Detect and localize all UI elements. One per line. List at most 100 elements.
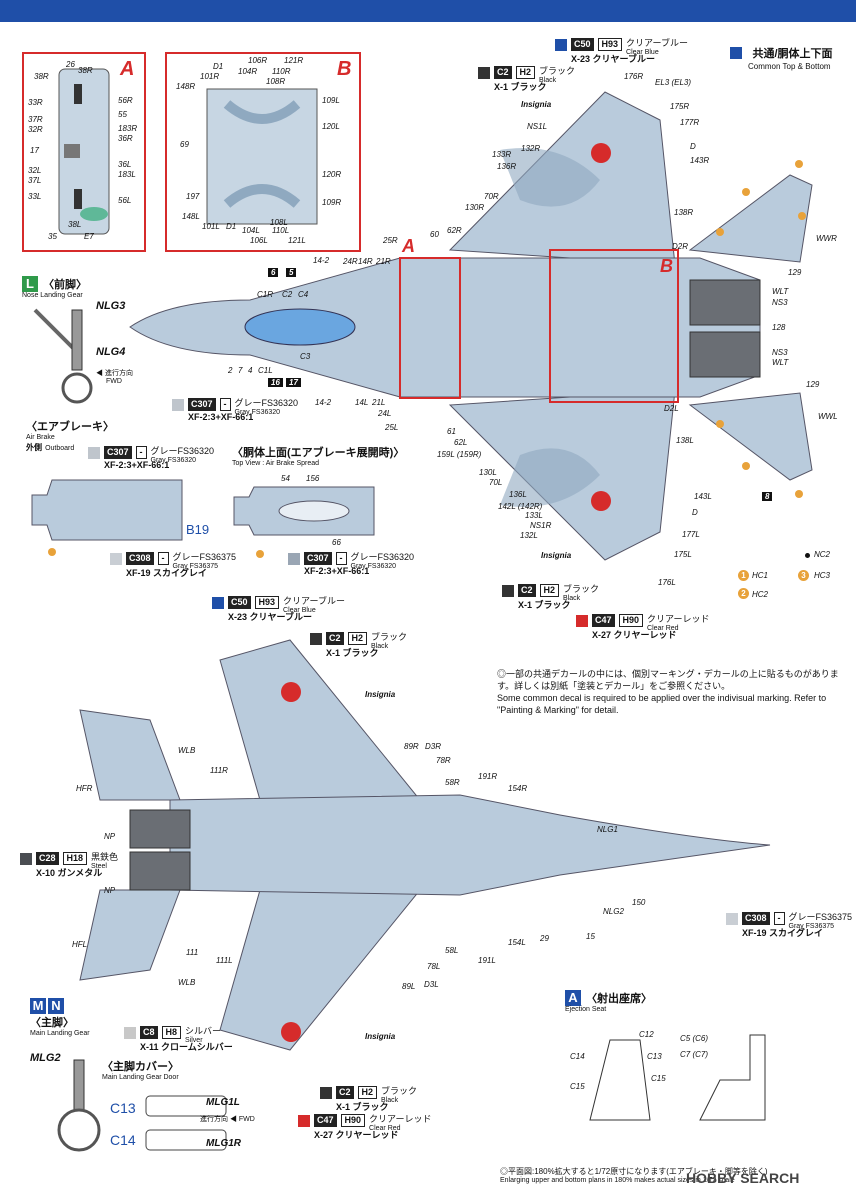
bv-label: 191L <box>478 956 496 965</box>
bv-label: Insignia <box>365 690 396 699</box>
inset-a: A <box>22 52 146 252</box>
air-brake-drawing <box>31 479 183 541</box>
bv-label: 154R <box>508 784 528 793</box>
chip-code: C50 <box>228 596 251 609</box>
chip-en: Gray FS36320 <box>150 457 197 464</box>
note-jp: ◎一部の共通デカールの中には、個別マーキング・デカールの上に貼るものがあります。… <box>497 669 839 691</box>
tv-label: 176R <box>624 72 644 81</box>
tv-label: 14R <box>358 257 373 266</box>
hc2-marker: 2 <box>738 588 749 599</box>
chip-h: - <box>219 398 231 411</box>
chip-h: - <box>135 446 147 459</box>
seat-drawing <box>589 1034 766 1121</box>
tv-label: WWR <box>816 234 837 243</box>
swatch <box>726 913 738 925</box>
chip-h: - <box>335 552 347 565</box>
nose-gear-en: Nose Landing Gear <box>22 292 83 299</box>
top-bar <box>0 0 856 22</box>
tv-label: 60 <box>430 230 439 239</box>
chip-x: XF-2:3+XF-66:1 <box>104 460 170 470</box>
b-label: 148L <box>182 212 200 221</box>
chip-code: C2 <box>336 1086 354 1099</box>
seat-label: C14 <box>570 1052 585 1061</box>
gear-door-title: 〈主脚カバー〉 <box>102 1061 179 1073</box>
chip-code: C308 <box>742 912 770 925</box>
b-label: 120R <box>322 170 342 179</box>
b-label: 108R <box>266 77 286 86</box>
chip-x: X-10 ガンメタル <box>36 868 103 878</box>
bv-label: 78L <box>427 962 441 971</box>
bv-label: D3L <box>424 980 439 989</box>
chip-h: H2 <box>357 1086 378 1099</box>
tv-label: 159L (159R) <box>437 450 482 459</box>
chip-name: ブラック <box>539 66 576 76</box>
chip-x: X-1 ブラック <box>494 82 547 92</box>
chip-h: H93 <box>254 596 280 609</box>
bv-label: 111R <box>210 766 228 775</box>
decal-dot <box>48 548 56 556</box>
bv-label: 58R <box>445 778 460 787</box>
red-box-a-tag: A <box>402 236 415 256</box>
tv-label: 136R <box>497 162 517 171</box>
common-legend: 共通/胴体上下面 Common Top & Bottom <box>730 44 833 71</box>
b-label: 121L <box>288 236 306 245</box>
chip-x: XF-19 スカイグレイ <box>126 568 207 578</box>
mlg1l-label: MLG1L <box>206 1097 240 1108</box>
swatch <box>124 1027 136 1039</box>
tv-label: 7 <box>238 366 243 375</box>
chip-en: Steel <box>91 863 107 870</box>
chip-code: C2 <box>518 584 536 597</box>
chip-code: C50 <box>571 38 594 51</box>
chip-x: X-23 クリヤーブルー <box>571 54 655 64</box>
spread-section: 〈胴体上面(エアブレーキ展開時)〉 Top View : Air Brake S… <box>232 444 404 467</box>
chip-x: X-1 ブラック <box>326 648 379 658</box>
main-gear-drawing <box>57 1059 101 1152</box>
chip-code: C47 <box>592 614 615 627</box>
bv-label: WLB <box>178 978 196 987</box>
fwd-en: FWD <box>238 1116 255 1123</box>
black-tag: 16 <box>268 378 283 387</box>
chip-name: グレーFS36375 <box>172 552 237 562</box>
a-label: 35 <box>48 232 57 241</box>
tv-label: 177R <box>680 118 700 127</box>
a-label: 56R <box>118 96 133 105</box>
chip-code: C308 <box>126 552 154 565</box>
swatch <box>298 1115 310 1127</box>
nlg3-label: NLG3 <box>96 300 126 312</box>
b-label: 109L <box>322 96 340 105</box>
tv-label: 132R <box>521 144 541 153</box>
a-label: 32L <box>28 166 42 175</box>
bv-label: 111L <box>216 956 233 965</box>
tv-label: 62R <box>447 226 462 235</box>
top-view-aircraft <box>129 91 813 561</box>
chip-en: Gray FS36375 <box>788 923 835 930</box>
chip-h: H2 <box>539 584 560 597</box>
seat-label: C13 <box>647 1052 662 1061</box>
tv-label: NC2 <box>814 550 831 559</box>
chip-name: グレーFS36320 <box>350 552 415 562</box>
tv-label: 138L <box>676 436 694 445</box>
b-label: 120L <box>322 122 340 131</box>
tv-label: 130R <box>465 203 485 212</box>
tv-label: 70R <box>484 192 499 201</box>
decal-note: ◎一部の共通デカールの中には、個別マーキング・デカールの上に貼るものがあります。… <box>497 668 847 716</box>
seat-badge: A <box>565 990 581 1006</box>
tv-label: WWL <box>818 412 838 421</box>
a-label: 36R <box>118 134 133 143</box>
tv-label: D <box>692 508 698 517</box>
swatch <box>172 399 184 411</box>
a-label: 183R <box>118 124 138 133</box>
gear-door-en: Main Landing Gear Door <box>102 1074 179 1081</box>
b-label: 104R <box>238 67 258 76</box>
footer-text: ◎平面図:180%拡大すると1/72原寸になります(エアブレーキ・脚等を除く) <box>500 1167 768 1176</box>
tv-label: 136L <box>509 490 527 499</box>
tv-label: 175R <box>670 102 690 111</box>
b-label: D1 <box>213 62 224 71</box>
red-box-b-tag: B <box>660 256 673 276</box>
air-brake-title: 〈エアブレーキ〉 <box>26 421 114 433</box>
tv-label: 21L <box>372 398 386 407</box>
